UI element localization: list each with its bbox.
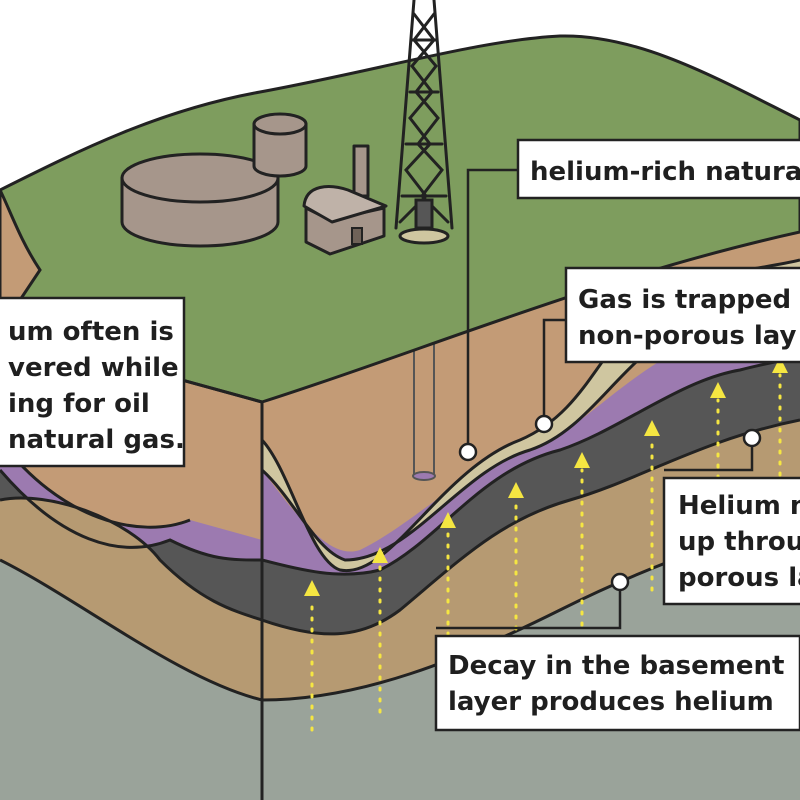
callout-recovered-line4: natural gas. — [8, 425, 185, 455]
callout-helium-rich-gas: helium-rich natura — [516, 138, 800, 200]
callout-decay-line2: layer produces helium — [448, 687, 774, 717]
callout-migrates-line1: Helium m — [678, 491, 800, 521]
basement-layer-front — [0, 560, 262, 800]
callout-migrates-line2: up throu — [678, 527, 800, 557]
large-storage-tank — [120, 152, 280, 248]
ground-surface — [0, 34, 800, 404]
callout-recovered-line1: um often is — [8, 317, 174, 347]
callout-gas-trapped-line1: Gas is trapped u — [578, 285, 800, 315]
marker-porous-layer — [742, 428, 762, 448]
marker-trap-layer — [534, 414, 554, 434]
callout-basement-decay: Decay in the basement layer produces hel… — [434, 634, 800, 732]
drilling-derrick — [394, 0, 454, 245]
helium-arrowheads — [304, 357, 788, 596]
callout-helium-recovered: um often is vered while ing for oil natu… — [0, 296, 186, 468]
callout-migrates-line3: porous la — [678, 563, 800, 593]
marker-gas-reservoir — [458, 442, 478, 462]
marker-basement-layer — [610, 572, 630, 592]
callout-gas-trapped: Gas is trapped u non-porous lay — [564, 266, 800, 364]
callout-decay-line1: Decay in the basement — [448, 651, 784, 681]
left-edge-soil — [0, 189, 42, 333]
leader-lines — [436, 168, 754, 630]
callout-helium-migrates: Helium m up throu porous la — [662, 476, 800, 606]
small-storage-tank — [252, 112, 308, 178]
callout-gas-trapped-line2: non-porous lay — [578, 321, 797, 351]
callout-helium-rich-gas-text: helium-rich natura — [530, 157, 800, 187]
callout-recovered-line3: ing for oil — [8, 389, 150, 419]
callout-recovered-line2: vered while — [8, 353, 179, 383]
processing-building — [302, 144, 388, 256]
